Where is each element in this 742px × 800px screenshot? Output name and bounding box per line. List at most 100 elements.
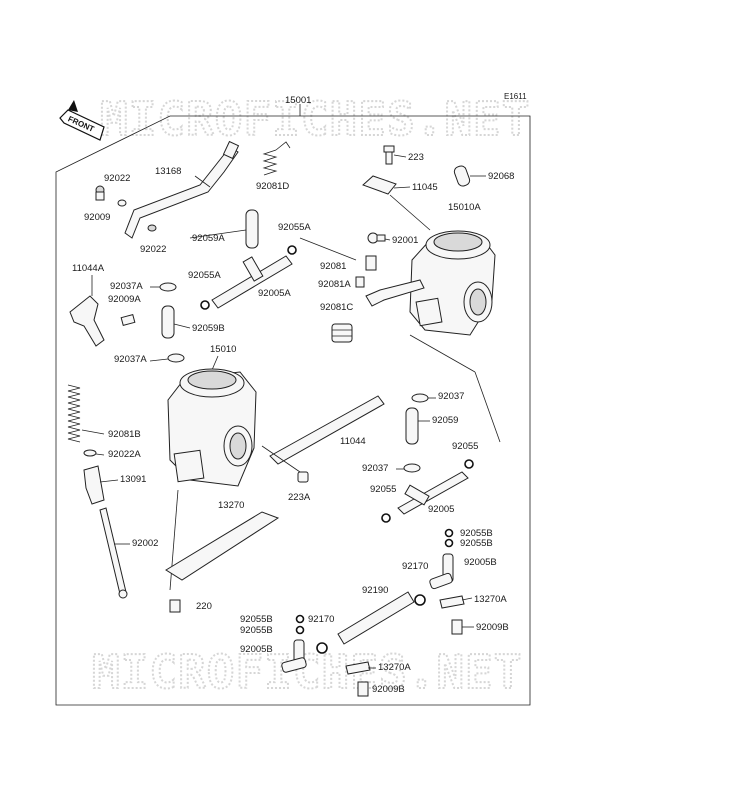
- label-13270A-left: 13270A: [378, 662, 411, 673]
- label-92081C: 92081C: [320, 302, 353, 313]
- leader-lines: [81, 154, 486, 669]
- label-11044: 11044: [340, 436, 366, 447]
- label-92055A-top: 92055A: [278, 222, 311, 233]
- spring-92081: [365, 255, 377, 271]
- label-92005B-right: 92005B: [464, 557, 497, 568]
- jet-92037-right: [411, 393, 429, 403]
- screw-223-top: [383, 145, 395, 165]
- label-92055B-r2: 92055B: [460, 538, 493, 549]
- label-92022-b: 92022: [140, 244, 166, 255]
- label-92170-left: 92170: [308, 614, 334, 625]
- label-92005A: 92005A: [258, 288, 291, 299]
- screw-92001: [367, 232, 386, 244]
- o-ring-92055-right: [464, 459, 474, 469]
- hose-92190: [337, 591, 415, 645]
- front-arrow-icon: FRONT: [59, 100, 105, 141]
- bracket-11045: [362, 175, 397, 195]
- label-92005B-left: 92005B: [240, 644, 273, 655]
- o-ring-92055B-r2: [444, 538, 454, 548]
- label-92081B: 92081B: [108, 429, 141, 440]
- o-ring-92055-right-2: [381, 513, 391, 523]
- holder-13091: [83, 465, 105, 505]
- pipe-92059-right: [405, 407, 419, 445]
- label-13168: 13168: [155, 166, 181, 177]
- label-92190: 92190: [362, 585, 388, 596]
- cap-92068: [453, 165, 471, 187]
- label-92081: 92081: [320, 261, 346, 272]
- o-ring-92055B-l1: [295, 614, 305, 624]
- o-ring-92055A-top: [287, 245, 297, 255]
- pipe-92059A: [245, 209, 259, 249]
- bolt-92022-top: [95, 185, 105, 201]
- label-92001: 92001: [392, 235, 418, 246]
- o-ring-92055A-mid: [200, 300, 210, 310]
- label-92081A: 92081A: [318, 279, 351, 290]
- jet-92037A-mid: [167, 353, 185, 363]
- label-15010A: 15010A: [448, 202, 481, 213]
- washer-92022-b: [147, 224, 157, 232]
- label-92037A-top: 92037A: [110, 281, 143, 292]
- label-92055B-r1: 92055B: [460, 528, 493, 539]
- label-11044A: 11044A: [72, 263, 105, 274]
- watermark-top: MICROFICHES.NET: [100, 92, 530, 146]
- assembly-frame: [55, 104, 531, 706]
- label-92055A-mid: 92055A: [188, 270, 221, 281]
- label-15001: 15001: [285, 95, 311, 106]
- washer-92022A: [83, 449, 97, 457]
- washer-92022: [117, 199, 127, 207]
- screw-220: [169, 599, 181, 613]
- label-92059A: 92059A: [192, 233, 225, 244]
- label-92059B: 92059B: [192, 323, 225, 334]
- label-92037A-mid: 92037A: [114, 354, 147, 365]
- label-92059-right: 92059: [432, 415, 458, 426]
- diagram-code: E1611: [504, 92, 527, 101]
- label-92009: 92009: [84, 212, 110, 223]
- clamp-13270A-left: [345, 661, 371, 675]
- label-13270: 13270: [218, 500, 244, 511]
- rail-11044: [269, 395, 385, 465]
- label-220: 220: [196, 601, 212, 612]
- clamp-13270A-right: [439, 595, 465, 609]
- label-92022-a: 92022: [104, 173, 130, 184]
- tee-fitting-92005B-right: [429, 553, 454, 590]
- label-92170-right: 92170: [402, 561, 428, 572]
- watermark-bottom: MICROFICHES.NET: [92, 645, 522, 699]
- jet-92037-right-2: [403, 463, 421, 473]
- screw-92009B-right: [451, 619, 463, 635]
- bracket-11044A: [69, 295, 105, 347]
- clip-92170-left: [316, 642, 328, 654]
- label-223-top: 223: [408, 152, 424, 163]
- label-13270A-right: 13270A: [474, 594, 507, 605]
- screw-92009A: [120, 313, 136, 327]
- carburetor-15010A: [409, 230, 496, 336]
- spring-92081C: [331, 323, 353, 343]
- jet-92037A-top: [159, 282, 177, 292]
- label-92081D: 92081D: [256, 181, 289, 192]
- linkage-arm-right: [365, 279, 425, 307]
- label-92037-right-2: 92037: [362, 463, 388, 474]
- bracket-13168: [124, 140, 240, 239]
- label-92068: 92068: [488, 171, 514, 182]
- tee-pipe-92005: [397, 471, 469, 515]
- screw-223A: [297, 471, 309, 483]
- label-92009B-left: 92009B: [372, 684, 405, 695]
- label-92055-right: 92055: [452, 441, 478, 452]
- plate-13270: [165, 511, 280, 581]
- label-92005: 92005: [428, 504, 454, 515]
- tee-pipe-92005A: [211, 255, 293, 309]
- screw-92009B-left: [357, 681, 369, 697]
- label-92037-right: 92037: [438, 391, 464, 402]
- o-ring-92055B-l2: [295, 625, 305, 635]
- label-92009A: 92009A: [108, 294, 141, 305]
- spring-92081D: [262, 141, 291, 176]
- o-ring-92055B-r1: [444, 528, 454, 538]
- label-223A: 223A: [288, 492, 311, 503]
- label-92009B-right: 92009B: [476, 622, 509, 633]
- plunger-92081A: [355, 276, 365, 288]
- label-92022A: 92022A: [108, 449, 141, 460]
- spring-92081B: [67, 384, 81, 443]
- label-13091: 13091: [120, 474, 146, 485]
- clip-92170-right: [414, 594, 426, 606]
- tee-fitting-92005B-left: [281, 639, 307, 673]
